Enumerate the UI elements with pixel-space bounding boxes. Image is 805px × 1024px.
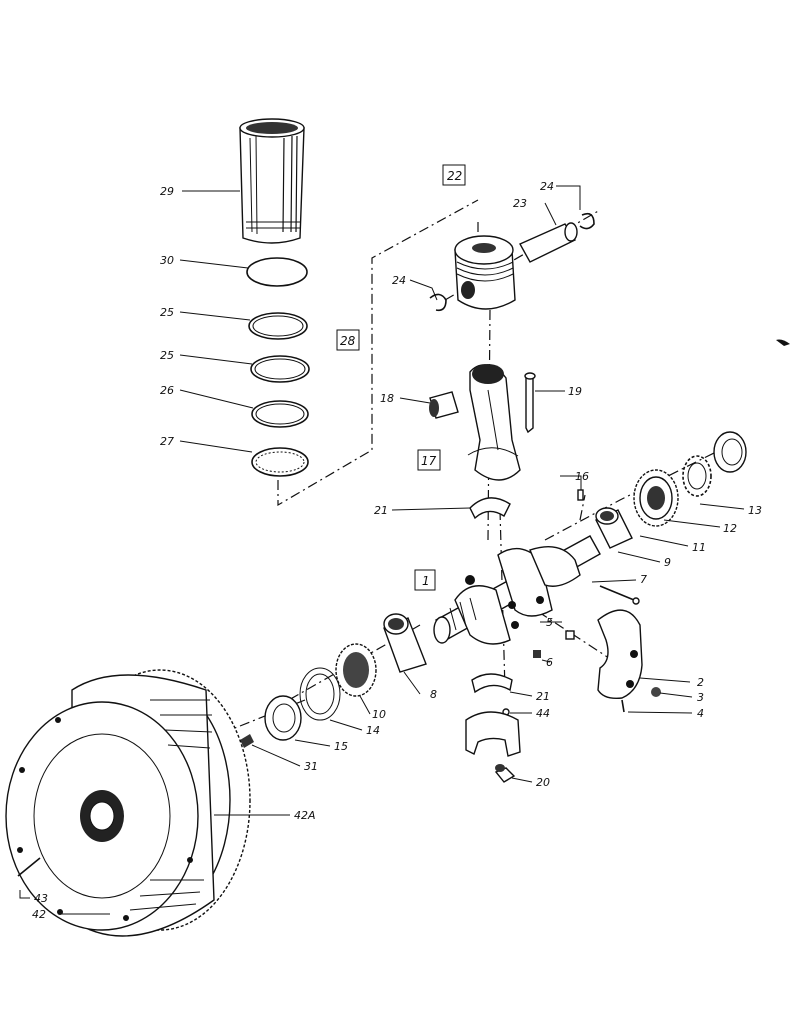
- cylinder-liner: [239, 118, 305, 244]
- piston: [454, 235, 516, 310]
- callout-31: 31: [304, 760, 318, 773]
- callout-15: 15: [334, 740, 348, 753]
- lock-washer: [682, 455, 712, 497]
- bearing-shell-upper: [469, 497, 511, 520]
- callout-30: 30: [160, 254, 174, 267]
- timing-gear: [633, 469, 679, 527]
- rear-seal: [264, 695, 302, 741]
- piston-ring-second: [250, 355, 310, 383]
- seal-ring: [246, 257, 308, 287]
- callout-28: 28: [340, 334, 356, 348]
- rod-bolt: [524, 372, 536, 434]
- callout-4: 4: [697, 707, 704, 720]
- callout-21-lower: 21: [536, 690, 550, 703]
- cap-nut: [494, 764, 516, 783]
- small-end-bush: [429, 391, 459, 419]
- callout-17: 17: [421, 454, 437, 468]
- counterweight-nut: [651, 687, 661, 697]
- callout-20: 20: [536, 776, 550, 789]
- counterweight: [597, 609, 643, 700]
- callout-14: 14: [366, 724, 380, 737]
- callout-23: 23: [513, 197, 527, 210]
- callout-42: 42: [32, 908, 46, 921]
- label-box-22: [442, 164, 466, 186]
- circlip-left: [429, 293, 447, 312]
- callout-21-upper: 21: [374, 504, 388, 517]
- callout-19: 19: [568, 385, 582, 398]
- leader-lines: [19, 185, 745, 915]
- dowel-pin: [577, 489, 584, 501]
- oil-control-ring: [251, 447, 309, 477]
- callout-5: 5: [546, 616, 553, 629]
- callout-11: 11: [692, 541, 706, 554]
- flywheel-spring: [240, 734, 254, 748]
- label-box-1: [414, 569, 436, 591]
- callout-16: 16: [575, 470, 589, 483]
- seal-front: [713, 431, 747, 473]
- callout-13: 13: [748, 504, 762, 517]
- callout-6: 6: [546, 656, 553, 669]
- callout-8: 8: [430, 688, 437, 701]
- callout-25-top: 25: [160, 306, 174, 319]
- callout-29: 29: [160, 185, 174, 198]
- callout-7: 7: [640, 573, 647, 586]
- circlip-right: [579, 212, 595, 230]
- crank-gear: [335, 643, 377, 697]
- callout-43: 43: [34, 892, 48, 905]
- callout-27: 27: [160, 435, 174, 448]
- callout-44: 44: [536, 707, 550, 720]
- piston-ring-third: [251, 400, 309, 428]
- connecting-rod: [467, 364, 521, 481]
- thrust-washer: [299, 667, 341, 721]
- callout-24-right: 24: [540, 180, 554, 193]
- bearing-shell-lower: [471, 673, 513, 694]
- callout-3: 3: [697, 691, 704, 704]
- callout-2: 2: [697, 676, 704, 689]
- small-nut-left: [533, 630, 575, 658]
- counterweight-screw: [621, 699, 625, 713]
- callout-24-left: 24: [392, 274, 406, 287]
- piston-pin: [519, 222, 578, 263]
- crank-sleeve-left: [383, 613, 427, 673]
- callout-18: 18: [380, 392, 394, 405]
- bearing-cap: [465, 711, 521, 757]
- callout-1: 1: [422, 574, 430, 588]
- callout-25-second: 25: [160, 349, 174, 362]
- crank-bolt: [599, 585, 640, 605]
- callout-26: 26: [160, 384, 174, 397]
- crankshaft: [433, 535, 601, 645]
- flywheel: [5, 669, 251, 937]
- label-box-28: [336, 329, 360, 351]
- stray-mark: [776, 339, 790, 346]
- label-box-17: [417, 449, 441, 471]
- flywheel-bolt: [17, 857, 41, 877]
- callout-9: 9: [664, 556, 671, 569]
- callout-42A: 42A: [294, 809, 316, 822]
- callout-22: 22: [447, 169, 462, 183]
- piston-ring-top: [248, 312, 308, 340]
- crank-sleeve-right: [595, 507, 633, 549]
- callout-10: 10: [372, 708, 386, 721]
- callout-12: 12: [723, 522, 737, 535]
